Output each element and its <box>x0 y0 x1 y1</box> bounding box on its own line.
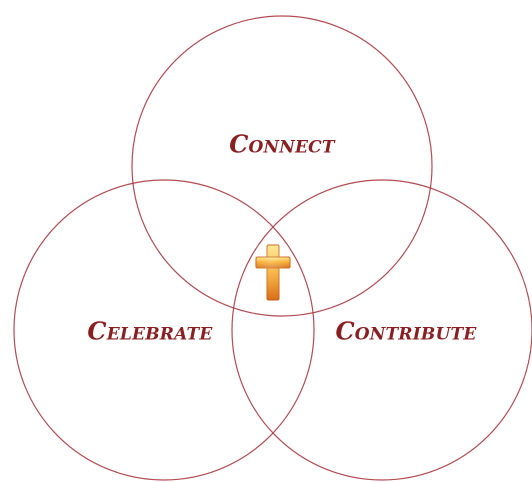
circle-connect <box>131 15 433 317</box>
circle-celebrate <box>13 179 315 481</box>
label-contribute: Contribute <box>336 317 478 346</box>
circle-contribute <box>231 179 532 481</box>
label-celebrate: Celebrate <box>87 317 213 346</box>
cross-icon <box>255 244 291 301</box>
label-connect: Connect <box>229 130 336 159</box>
